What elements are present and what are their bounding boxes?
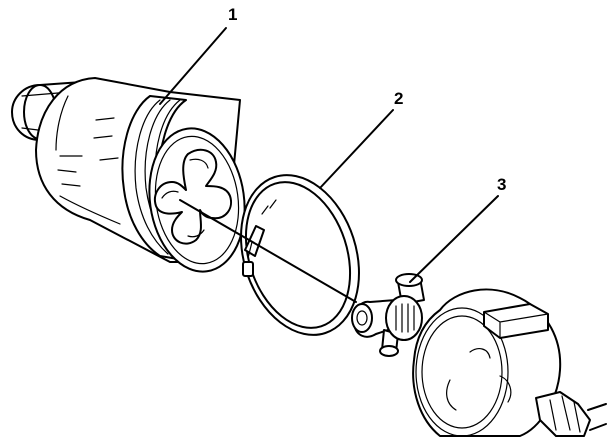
- leader-line-3: [409, 195, 499, 283]
- inner-shaft-housing: [412, 288, 607, 437]
- assembly-axis-line: [179, 199, 357, 303]
- tripot-spider-assembly: [351, 273, 425, 357]
- callout-1: 1: [228, 5, 237, 24]
- leader-line-2: [319, 109, 394, 189]
- callout-3: 3: [497, 175, 506, 194]
- callout-2: 2: [394, 89, 403, 108]
- leader-line-1: [159, 27, 227, 105]
- clamp-ring: [240, 174, 360, 336]
- outer-race-housing: [11, 77, 246, 273]
